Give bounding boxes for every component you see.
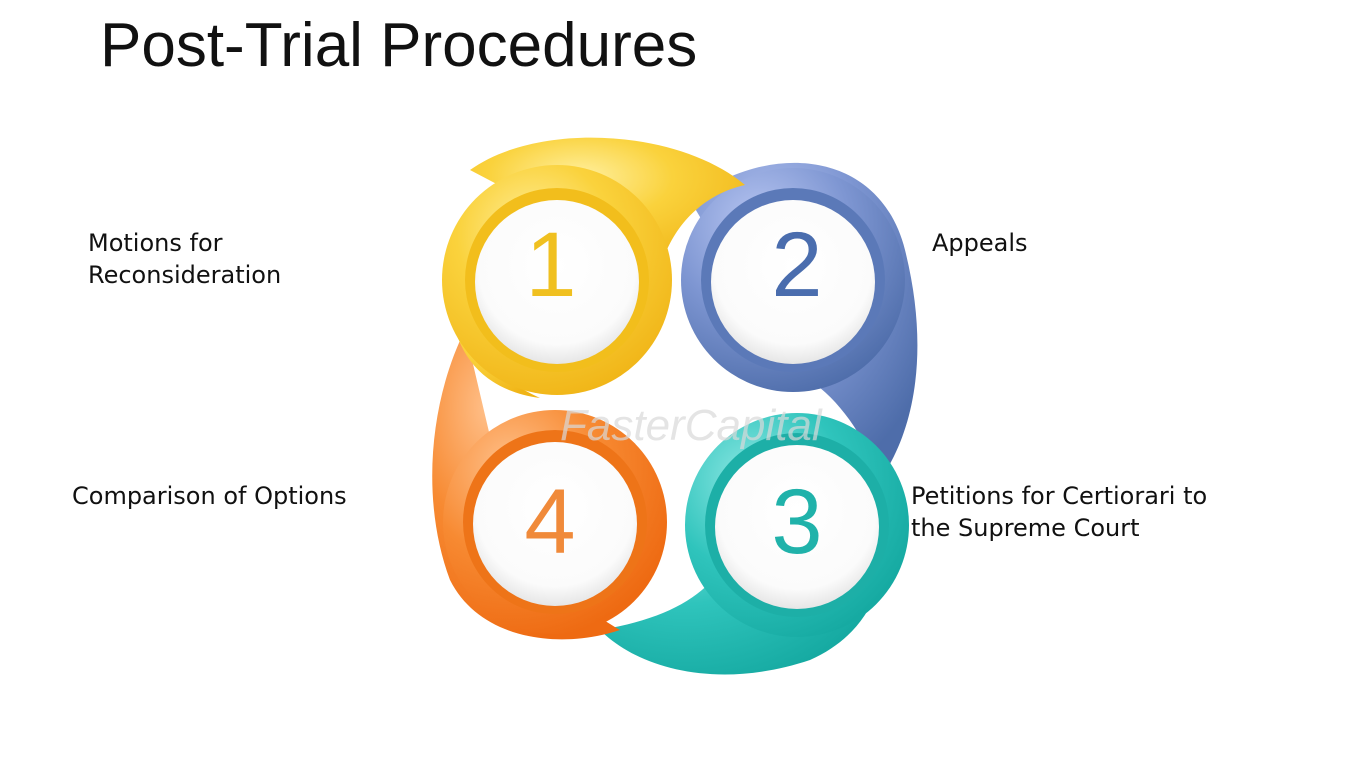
step-4-label: Comparison of Options	[72, 482, 347, 510]
watermark-text: FasterCapital	[560, 401, 823, 450]
page-title: Post-Trial Procedures	[100, 11, 698, 80]
step-1-label: Motions for Reconsideration	[88, 229, 282, 289]
step-1-disc	[475, 200, 639, 364]
step-2-number: 2	[771, 214, 822, 316]
step-3-label: Petitions for Certiorari to the Supreme …	[911, 482, 1208, 542]
step-3-number: 3	[771, 471, 822, 573]
step-4-disc	[473, 442, 637, 606]
step-1-number: 1	[525, 214, 576, 316]
step-3-disc	[715, 445, 879, 609]
step-4-number: 4	[524, 471, 575, 573]
step-2-label: Appeals	[932, 229, 1028, 257]
step-2-disc	[711, 200, 875, 364]
